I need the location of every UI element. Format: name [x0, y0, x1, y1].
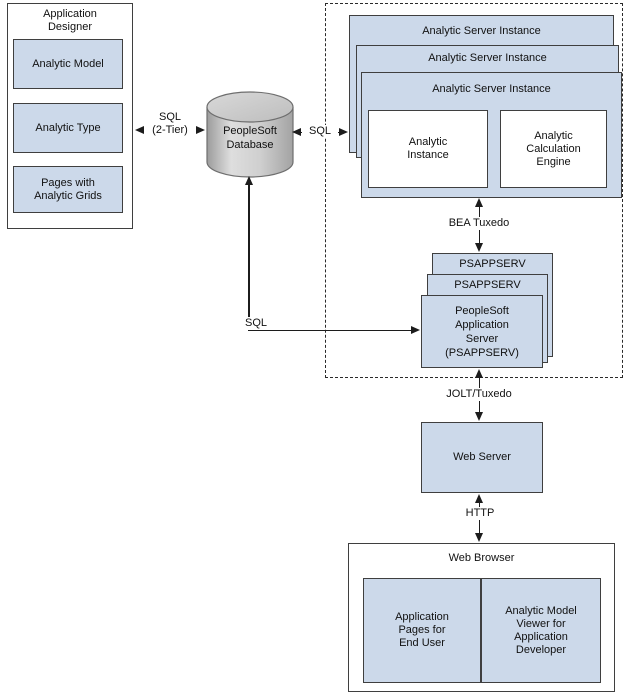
server-domain-dashed-boundary: [325, 3, 623, 378]
analytic-instance-label: Analytic Instance: [407, 136, 449, 161]
sql-appserver-label: SQL: [239, 317, 273, 330]
analytic-server-instance-middle-label: Analytic Server Instance: [428, 52, 547, 64]
analytic-server-instance-back-label: Analytic Server Instance: [422, 25, 541, 37]
jolt-tuxedo-arrowhead-up: [475, 369, 483, 378]
web-server-box: Web Server: [421, 422, 543, 493]
http-arrowhead-up: [475, 494, 483, 503]
http-arrowhead-down: [475, 533, 483, 542]
sql-2tier-arrowhead-right: [196, 125, 205, 134]
sql-server-arrowhead-right: [339, 127, 348, 136]
sql-appserver-hline: [248, 329, 412, 331]
bea-tuxedo-arrowhead-up: [475, 198, 483, 207]
sql-2tier-arrowhead-left: [135, 125, 144, 134]
analytic-model-box: Analytic Model: [13, 39, 123, 89]
sql-appserver-arrowhead-up: [244, 176, 253, 185]
pages-analytic-grids-box: Pages with Analytic Grids: [13, 166, 123, 213]
bea-tuxedo-label: BEA Tuxedo: [441, 217, 517, 230]
analytic-server-instance-front-label: Analytic Server Instance: [432, 83, 551, 95]
application-designer-title: Application Designer: [43, 8, 97, 33]
application-pages-box: Application Pages for End User: [363, 578, 481, 683]
psappserv-back-label: PSAPPSERV: [459, 258, 526, 270]
analytic-instance-box: Analytic Instance: [368, 110, 488, 188]
web-browser-title: Web Browser: [448, 552, 515, 564]
psappserv-front: PeopleSoft Application Server (PSAPPSERV…: [421, 295, 543, 368]
analytic-model-viewer-box: Analytic Model Viewer for Application De…: [481, 578, 601, 683]
bea-tuxedo-arrowhead-down: [475, 243, 483, 252]
analytic-type-label: Analytic Type: [35, 121, 101, 134]
analytic-model-label: Analytic Model: [32, 57, 104, 70]
application-pages-label: Application Pages for End User: [395, 611, 449, 649]
psappserv-front-label: PeopleSoft Application Server (PSAPPSERV…: [445, 304, 519, 359]
sql-server-arrowhead-left: [292, 127, 301, 136]
analytic-type-box: Analytic Type: [13, 103, 123, 153]
analytic-calculation-engine-label: Analytic Calculation Engine: [526, 129, 581, 168]
sql-appserver-vline: [248, 184, 250, 330]
sql-2tier-label: SQL (2-Tier): [144, 111, 196, 137]
psappserv-middle-label: PSAPPSERV: [454, 279, 521, 291]
analytic-model-viewer-label: Analytic Model Viewer for Application De…: [505, 604, 577, 656]
analytic-calculation-engine-box: Analytic Calculation Engine: [500, 110, 607, 188]
database-label: PeopleSoft Database: [223, 125, 277, 151]
pages-analytic-grids-label: Pages with Analytic Grids: [34, 176, 102, 202]
jolt-tuxedo-label: JOLT/Tuxedo: [440, 388, 518, 401]
sql-server-label: SQL: [302, 125, 338, 138]
jolt-tuxedo-arrowhead-down: [475, 412, 483, 421]
sql-appserver-arrowhead-right: [411, 326, 420, 334]
http-label: HTTP: [459, 507, 501, 520]
web-server-label: Web Server: [453, 451, 511, 463]
